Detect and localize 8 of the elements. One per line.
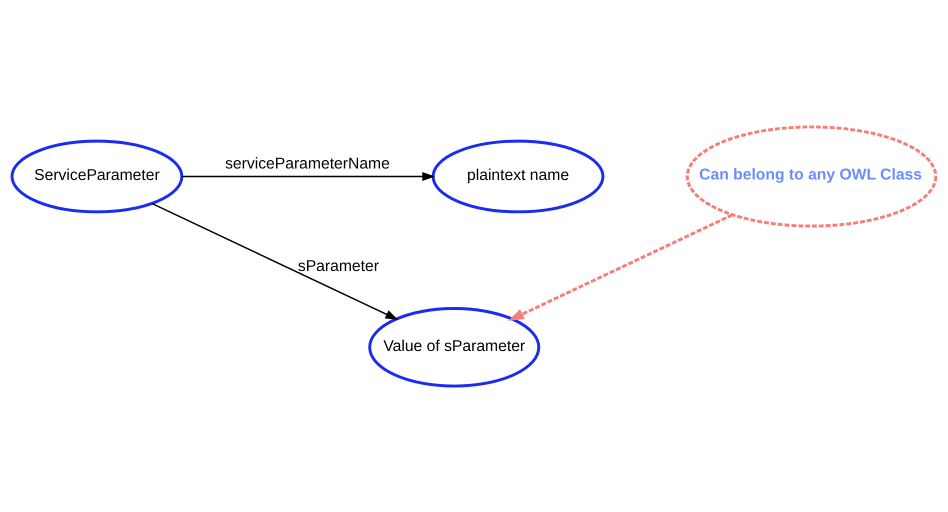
- node-ellipse: ServiceParameter: [10, 139, 184, 213]
- node-ellipse: plaintext name: [432, 139, 604, 213]
- node-ellipse: Can belong to any OWL Class: [686, 124, 938, 228]
- edge-label: serviceParameterName: [225, 154, 390, 172]
- arrow: [152, 202, 398, 320]
- arrow: [182, 172, 436, 180]
- edge-label: sParameter: [298, 258, 379, 275]
- arrow: [508, 213, 733, 320]
